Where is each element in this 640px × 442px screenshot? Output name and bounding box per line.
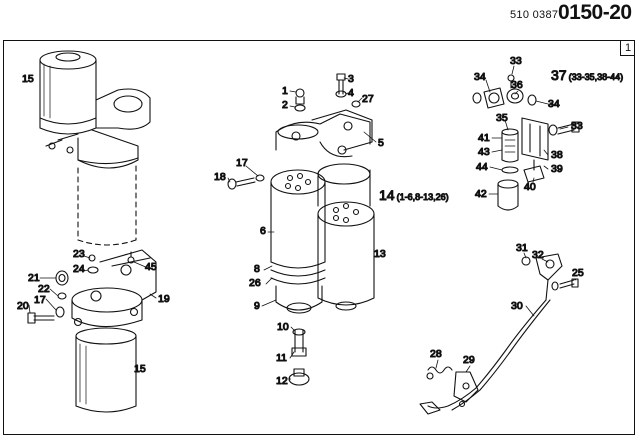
callout-33-right: 33 — [571, 120, 583, 132]
callout-12: 12 — [276, 375, 288, 387]
callout-31: 31 — [516, 242, 528, 254]
section-number: 0150-20 — [558, 1, 632, 24]
callout-17-centre: 17 — [236, 157, 248, 169]
callout-39: 39 — [551, 163, 563, 175]
callout-36: 36 — [511, 79, 523, 91]
callout-21: 21 — [28, 272, 40, 284]
callout-17-left: 17 — [34, 294, 46, 306]
callout-13: 13 — [374, 248, 386, 260]
callout-19: 19 — [158, 293, 170, 305]
callout-32: 32 — [532, 249, 544, 261]
callout-29: 29 — [463, 354, 475, 366]
callout-5: 5 — [378, 137, 384, 149]
callout-34-right: 34 — [548, 98, 560, 110]
callout-6: 6 — [260, 225, 266, 237]
callout-38: 38 — [551, 149, 563, 161]
callout-4: 4 — [348, 87, 354, 99]
callout-10: 10 — [277, 321, 289, 333]
callout-24: 24 — [73, 263, 85, 275]
callout-45: 45 — [145, 261, 157, 273]
upper-left-filter-assembly — [39, 50, 151, 246]
callout-30: 30 — [511, 300, 523, 312]
callout-22: 22 — [38, 283, 50, 295]
callout-33-top: 33 — [510, 55, 522, 67]
callout-8: 8 — [254, 263, 260, 275]
callout-11: 11 — [276, 352, 287, 364]
callout-34-left: 34 — [474, 71, 486, 83]
callout-1: 1 — [282, 85, 288, 97]
assembly-37-label: 37(33-35,38-44) — [551, 67, 623, 83]
callout-25: 25 — [572, 267, 584, 279]
diagram-frame — [3, 40, 635, 435]
callout-41: 41 — [478, 132, 490, 144]
callout-15-upper: 15 — [22, 73, 34, 85]
callout-42: 42 — [475, 188, 487, 200]
callout-40: 40 — [524, 181, 536, 193]
assembly-14-number: 14 — [379, 187, 395, 203]
assembly-37-number: 37 — [551, 67, 567, 83]
assembly-14-label: 14(1-6,8-13,26) — [379, 187, 449, 203]
callout-27: 27 — [362, 93, 374, 105]
callout-43: 43 — [478, 146, 490, 158]
callout-9: 9 — [254, 300, 260, 312]
callout-44: 44 — [476, 161, 488, 173]
document-number: 510 0387 — [510, 9, 559, 21]
assembly-37-range: (33-35,38-44) — [569, 72, 624, 82]
callout-15-lower: 15 — [134, 363, 146, 375]
callout-28: 28 — [430, 348, 442, 360]
callout-2: 2 — [282, 99, 288, 111]
assembly-14-range: (1-6,8-13,26) — [397, 192, 449, 202]
sheet-number: 1 — [620, 41, 635, 56]
callout-23: 23 — [73, 248, 85, 260]
lower-left-filter-assembly — [27, 249, 157, 413]
cable-lever-assembly — [419, 253, 579, 415]
banjo-assembly-37 — [472, 74, 580, 211]
callout-3: 3 — [348, 73, 354, 85]
callout-18: 18 — [214, 171, 226, 183]
double-filter-assembly — [227, 73, 375, 386]
callout-26: 26 — [249, 277, 261, 289]
callout-20: 20 — [17, 300, 29, 312]
